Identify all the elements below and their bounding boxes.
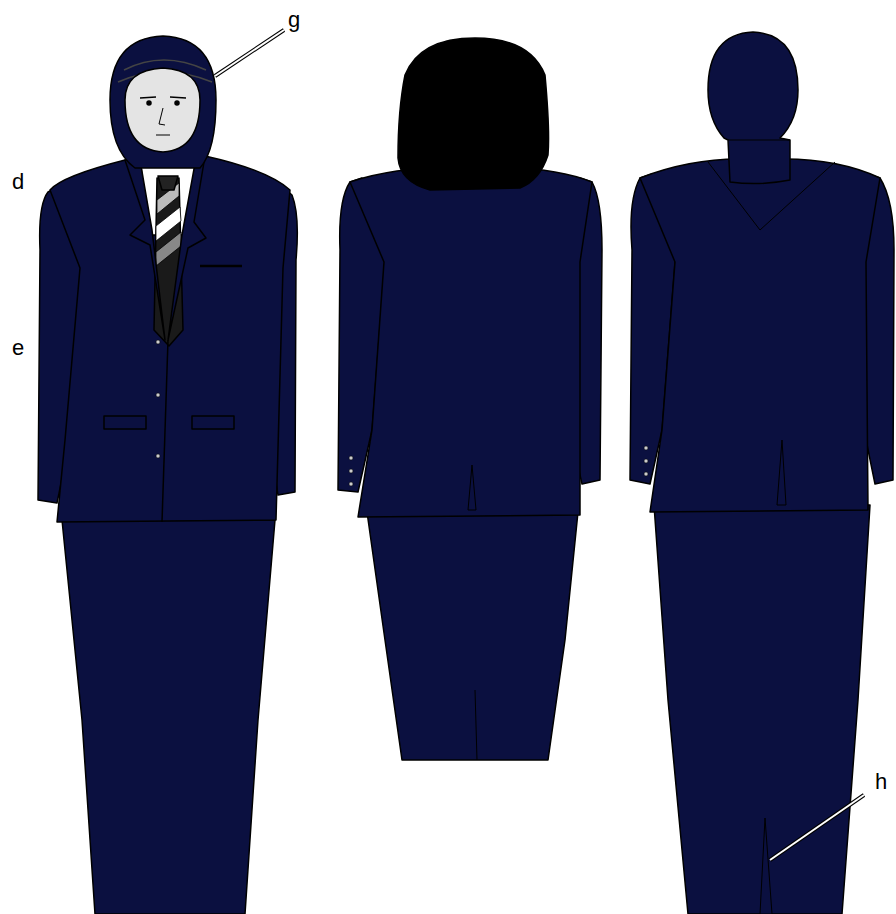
callout-letter: g [288,8,300,32]
lapel [168,156,206,340]
skirt-slit [760,818,772,914]
skirt [367,512,578,760]
skirt [654,505,870,914]
jacket-back [640,159,880,512]
skirt-slit [475,690,477,760]
callout-letter: h [875,770,887,794]
pocket-flap [192,416,234,429]
face [125,68,200,152]
skirt [62,520,275,914]
leader-line [215,30,284,76]
hijab [110,36,216,168]
breast-pocket [200,265,242,268]
pocket-flap [104,416,146,429]
jacket-front [50,156,290,522]
hijab [708,32,798,184]
hair [398,38,549,190]
leader-line [770,795,864,860]
button [156,454,160,458]
lapel [125,160,165,340]
vent [468,465,476,510]
callout-letter: d [12,170,24,194]
vent [777,440,786,505]
callout-letter: e [12,336,24,360]
jacket-back [350,168,592,517]
button [156,393,160,397]
button [156,340,160,344]
